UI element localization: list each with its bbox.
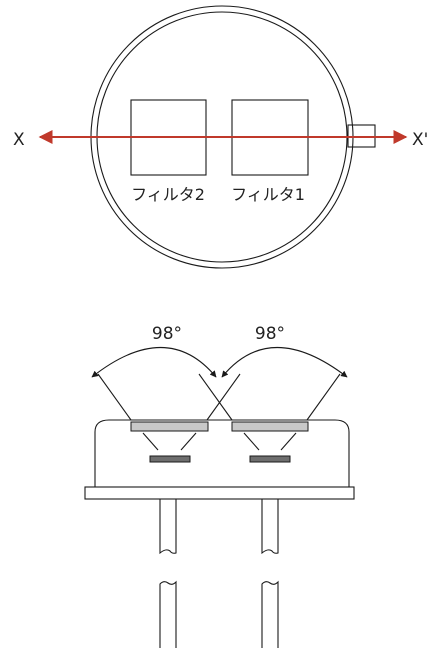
axis-label-x-prime: X' xyxy=(412,130,428,150)
side-view: 98° 98° xyxy=(84,324,355,648)
angle-label-left: 98° xyxy=(152,324,182,344)
sensor-element-left xyxy=(149,455,191,463)
filter-1-label: フィルタ1 xyxy=(231,185,305,204)
cone-right-b xyxy=(280,432,297,451)
fov-line-left-inner xyxy=(206,373,241,421)
cone-right-a xyxy=(243,432,260,451)
fov-arc-right xyxy=(221,347,348,378)
pin-right-lower xyxy=(261,580,279,648)
top-view: X X' フィルタ2 フィルタ1 xyxy=(13,5,428,269)
pin-right-upper xyxy=(261,499,279,555)
filter-2-element xyxy=(130,421,209,432)
cone-left-a xyxy=(142,432,159,451)
filter-1-element xyxy=(231,421,309,432)
fov-line-right-outer xyxy=(306,373,341,421)
fov-line-left-outer xyxy=(97,373,132,421)
pin-left-upper xyxy=(159,499,177,555)
pin-left-lower xyxy=(159,580,177,648)
axis-label-x: X xyxy=(13,130,25,150)
angle-label-right: 98° xyxy=(255,324,285,344)
filter-2-label: フィルタ2 xyxy=(131,185,205,204)
sensor-element-right xyxy=(249,455,291,463)
package-body xyxy=(94,419,350,487)
fov-line-right-inner xyxy=(198,373,233,421)
fov-arc-left xyxy=(91,347,217,378)
package-flange xyxy=(84,486,355,500)
cone-left-b xyxy=(180,432,197,451)
